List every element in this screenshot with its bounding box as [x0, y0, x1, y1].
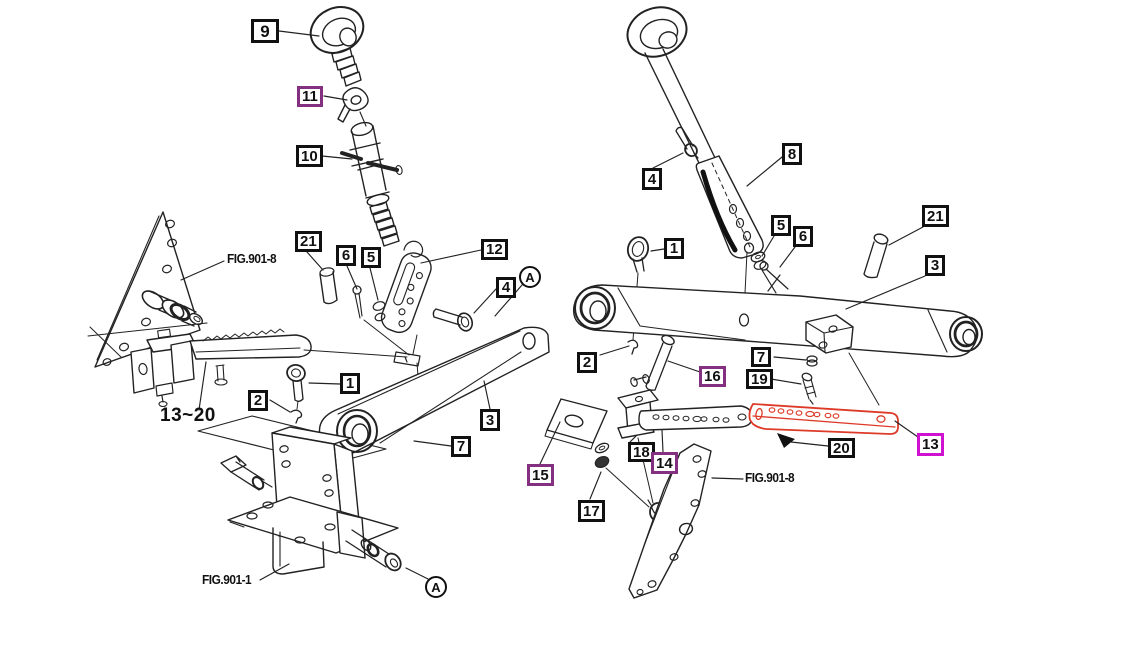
figure-ref-right[interactable]: FIG.901-8: [745, 471, 795, 485]
callout-12-left[interactable]: 12: [481, 239, 508, 260]
part-hitch-bracket: [220, 426, 402, 575]
part-clamp-and-bar: [130, 328, 408, 408]
part-right-bracket-plate: [628, 443, 712, 599]
callout-5-left[interactable]: 5: [361, 247, 381, 268]
callout-2-right[interactable]: 2: [577, 352, 597, 373]
callout-4-right[interactable]: 4: [642, 168, 662, 190]
part-stay-assembly: [544, 374, 753, 522]
callout-7-right[interactable]: 7: [751, 347, 771, 367]
range-label-13-20: 13~20: [160, 405, 216, 426]
callout-16-right[interactable]: 16: [699, 366, 726, 387]
callout-3-left[interactable]: 3: [480, 409, 500, 431]
view-marker-a-bottom: A: [425, 576, 447, 598]
callout-1-left[interactable]: 1: [340, 373, 360, 394]
part-right-lower-arm: [572, 233, 983, 406]
callout-17-right[interactable]: 17: [578, 500, 605, 522]
callout-21-right[interactable]: 21: [922, 205, 949, 227]
callout-10-left[interactable]: 10: [296, 145, 323, 167]
leader-lines: [180, 30, 926, 581]
figure-ref-bottom[interactable]: FIG.901-1: [202, 573, 252, 587]
callout-15-right[interactable]: 15: [527, 464, 554, 486]
callout-3-right[interactable]: 3: [925, 255, 945, 276]
callout-1-right[interactable]: 1: [664, 238, 684, 259]
callout-9-left[interactable]: 9: [251, 19, 279, 43]
callout-2-left[interactable]: 2: [248, 390, 268, 411]
callout-5-right[interactable]: 5: [771, 215, 791, 236]
callout-8-right[interactable]: 8: [782, 143, 802, 165]
callout-11-left[interactable]: 11: [297, 86, 323, 107]
callout-6-left[interactable]: 6: [336, 245, 356, 266]
callout-19-right[interactable]: 19: [746, 369, 773, 389]
callout-6-right[interactable]: 6: [793, 226, 813, 247]
callout-21-left[interactable]: 21: [295, 231, 322, 252]
callout-20-right[interactable]: 20: [828, 438, 855, 458]
figure-ref-left[interactable]: FIG.901-8: [227, 252, 277, 266]
callout-13-right[interactable]: 13: [917, 433, 944, 456]
part-lynch-pin-left: [286, 364, 306, 424]
part-left-bracket-plate: [87, 211, 208, 368]
callout-14-right[interactable]: 14: [651, 452, 678, 474]
callout-4-left[interactable]: 4: [496, 277, 516, 298]
part-drawbar-highlighted[interactable]: [748, 403, 899, 435]
part-lift-rod: [626, 6, 789, 315]
arrow-20: [777, 433, 829, 448]
view-marker-a-left: A: [519, 266, 541, 288]
callout-7-left[interactable]: 7: [451, 436, 471, 457]
part-top-link-left: [309, 6, 474, 395]
